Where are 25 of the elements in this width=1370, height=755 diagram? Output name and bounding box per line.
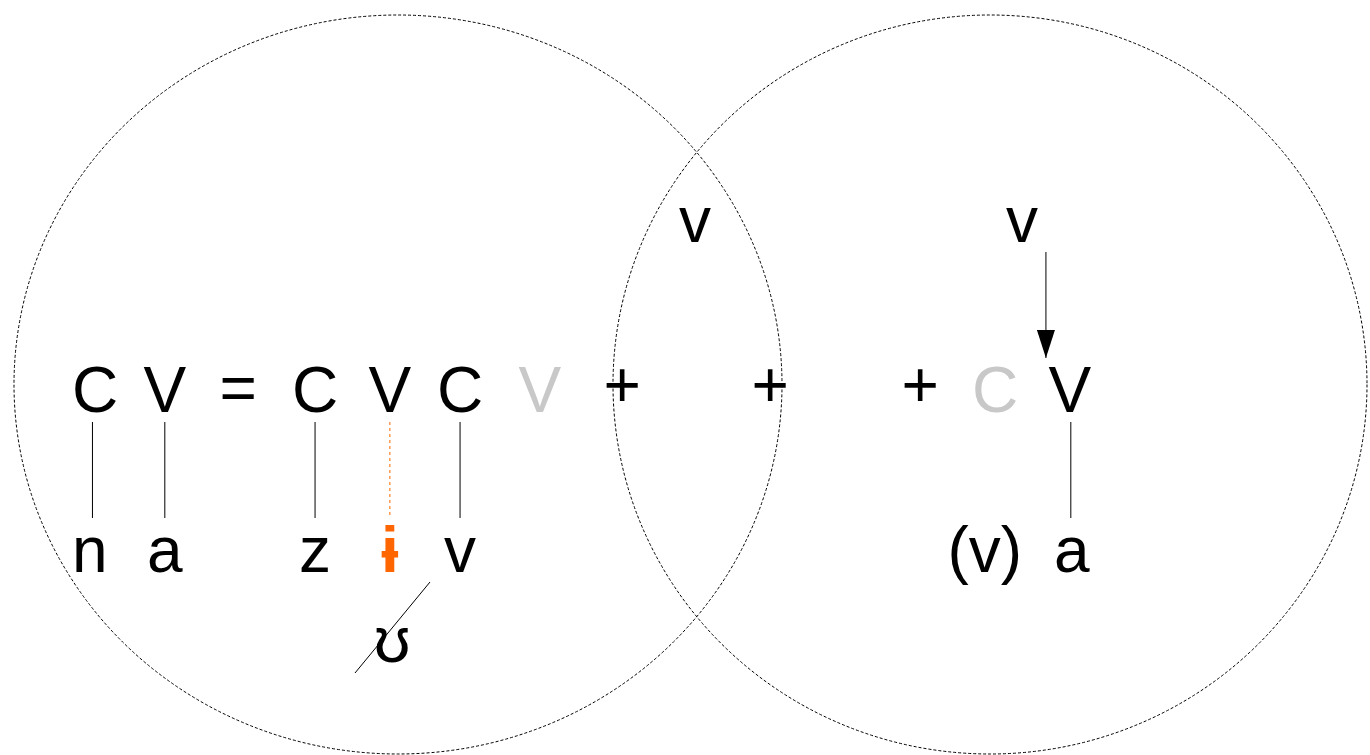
- letter: v: [1006, 188, 1038, 252]
- letter: +: [603, 353, 641, 417]
- connector-line: [164, 421, 166, 519]
- connector-line: [1070, 421, 1072, 519]
- connector-line: [459, 421, 461, 519]
- letter: v: [444, 518, 476, 582]
- letter: v: [679, 188, 711, 252]
- letter: C: [437, 358, 484, 422]
- arrow: [1036, 251, 1055, 359]
- letter: +: [751, 353, 789, 417]
- letter: C: [72, 358, 119, 422]
- letter: n: [72, 518, 108, 582]
- letter: a: [1054, 518, 1090, 582]
- letter: C: [292, 358, 339, 422]
- letter: V: [1048, 358, 1092, 422]
- letter: =: [219, 356, 257, 420]
- letter: ɨ: [381, 518, 399, 582]
- letter: ʊ: [374, 608, 411, 672]
- letter: +: [901, 353, 939, 417]
- letter: z: [299, 518, 331, 582]
- letter: a: [147, 518, 183, 582]
- connector-line: [91, 421, 93, 519]
- letter: V: [143, 358, 187, 422]
- connector-line: [314, 421, 316, 519]
- letter: V: [368, 358, 412, 422]
